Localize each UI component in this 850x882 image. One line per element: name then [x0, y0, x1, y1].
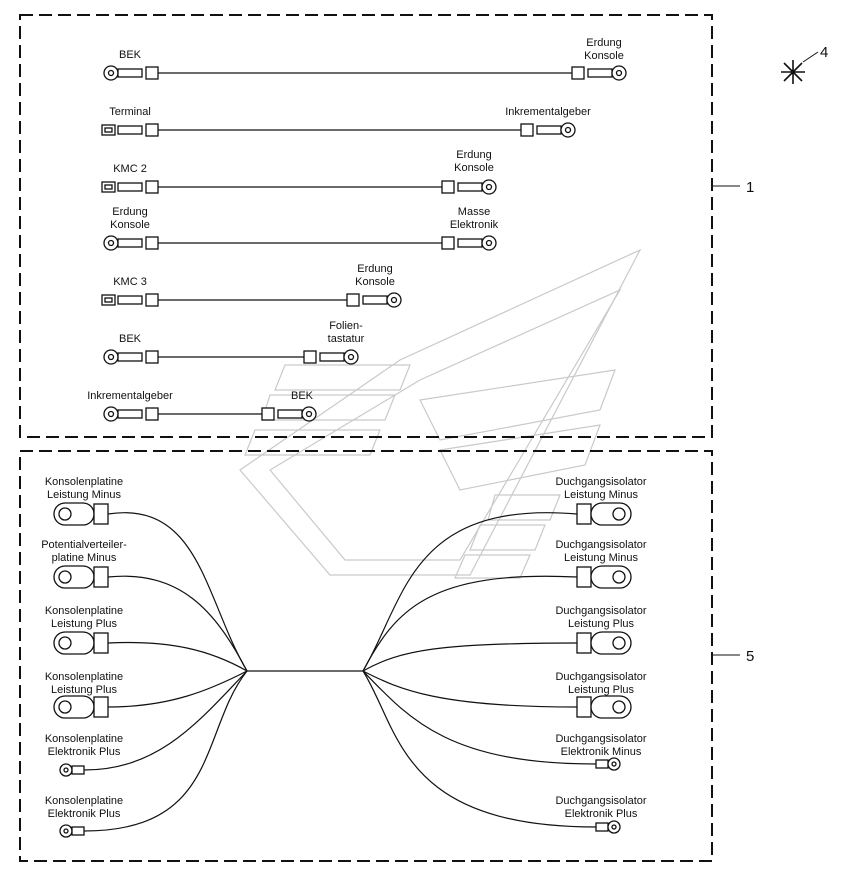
- left-lug-1: [53, 502, 109, 526]
- right-lug-2: [576, 565, 632, 589]
- callout-5: 5: [746, 648, 754, 665]
- right-lug-5: [595, 757, 621, 771]
- left-end-6-label-line2: Elektronik Plus: [48, 808, 121, 820]
- right-end-5-label-line2: Elektronik Minus: [561, 746, 642, 758]
- cable-7-right-label: BEK: [291, 390, 314, 402]
- left-end-4-label-line2: Leistung Plus: [51, 684, 118, 696]
- callout-4: 4: [820, 44, 828, 61]
- cable-7: Inkrementalgeber BEK: [87, 390, 317, 422]
- cable-5: KMC 3 Erdung Konsole: [101, 263, 402, 308]
- cable-2: Terminal Inkrementalgeber: [101, 106, 591, 138]
- right-end-2-label-line2: Leistung Minus: [564, 552, 638, 564]
- cable-4-left-label-line1: Erdung: [112, 206, 147, 218]
- left-lug-4: [53, 695, 109, 719]
- cable-1: BEK Erdung Konsole: [103, 37, 627, 81]
- right-end-4-label-line2: Leistung Plus: [568, 684, 635, 696]
- cable-3-right-label-line1: Erdung: [456, 149, 491, 161]
- callout-4-symbol: [781, 51, 819, 84]
- group-5-harness: Konsolenplatine Leistung Minus Potential…: [41, 476, 647, 838]
- right-end-1-label-line2: Leistung Minus: [564, 489, 638, 501]
- left-end-5-label-line2: Elektronik Plus: [48, 746, 121, 758]
- group-1-frame: [19, 14, 713, 438]
- right-lug-3: [576, 631, 632, 655]
- left-end-1-label-line1: Konsolenplatine: [45, 476, 123, 488]
- cable-1-left-label: BEK: [119, 49, 142, 61]
- left-end-3-label-line1: Konsolenplatine: [45, 605, 123, 617]
- right-end-2-label-line1: Duchgangsisolator: [555, 539, 646, 551]
- cable-4-left-label-line2: Konsole: [110, 219, 150, 231]
- left-lug-3: [53, 631, 109, 655]
- cable-5-right-label-line1: Erdung: [357, 263, 392, 275]
- cable-4: Erdung Konsole Masse Elektronik: [103, 206, 499, 251]
- cable-3: KMC 2 Erdung Konsole: [101, 149, 497, 195]
- left-end-2-label-line2: platine Minus: [52, 552, 117, 564]
- right-end-3-label-line2: Leistung Plus: [568, 618, 635, 630]
- right-end-1-label-line1: Duchgangsisolator: [555, 476, 646, 488]
- callout-1: 1: [746, 179, 754, 196]
- left-end-6-label-line1: Konsolenplatine: [45, 795, 123, 807]
- cable-6-right-label-line1: Folien-: [329, 320, 363, 332]
- left-lug-2: [53, 565, 109, 589]
- left-lug-6: [59, 824, 85, 838]
- cable-5-left-label: KMC 3: [113, 276, 147, 288]
- left-end-2-label-line1: Potentialverteiler-: [41, 539, 127, 551]
- group-1-cables: BEK Erdung Konsole Terminal Inkrementalg…: [87, 37, 627, 422]
- cable-2-right-label: Inkrementalgeber: [505, 106, 591, 118]
- cable-4-right-label-line1: Masse: [458, 206, 490, 218]
- cable-5-right-label-line2: Konsole: [355, 276, 395, 288]
- cable-6-right-label-line2: tastatur: [328, 333, 365, 345]
- cable-2-left-label: Terminal: [109, 106, 151, 118]
- group-5-frame: [19, 450, 713, 862]
- right-end-5-label-line1: Duchgangsisolator: [555, 733, 646, 745]
- cable-3-right-label-line2: Konsole: [454, 162, 494, 174]
- right-lug-1: [576, 502, 632, 526]
- right-end-3-label-line1: Duchgangsisolator: [555, 605, 646, 617]
- background-logo-watermark: [239, 248, 642, 579]
- cable-7-left-label: Inkrementalgeber: [87, 390, 173, 402]
- left-end-5-label-line1: Konsolenplatine: [45, 733, 123, 745]
- left-end-1-label-line2: Leistung Minus: [47, 489, 121, 501]
- cable-4-right-label-line2: Elektronik: [450, 219, 499, 231]
- cable-1-right-label-line1: Erdung: [586, 37, 621, 49]
- right-end-6-label-line2: Elektronik Plus: [565, 808, 638, 820]
- cable-6-left-label: BEK: [119, 333, 142, 345]
- left-lug-5: [59, 763, 85, 777]
- right-lug-6: [595, 820, 621, 834]
- cable-1-right-label-line2: Konsole: [584, 50, 624, 62]
- right-end-6-label-line1: Duchgangsisolator: [555, 795, 646, 807]
- left-end-4-label-line1: Konsolenplatine: [45, 671, 123, 683]
- left-end-3-label-line2: Leistung Plus: [51, 618, 118, 630]
- right-lug-4: [576, 695, 632, 719]
- cable-3-left-label: KMC 2: [113, 163, 147, 175]
- right-end-4-label-line1: Duchgangsisolator: [555, 671, 646, 683]
- cable-6: BEK Folien- tastatur: [103, 320, 365, 365]
